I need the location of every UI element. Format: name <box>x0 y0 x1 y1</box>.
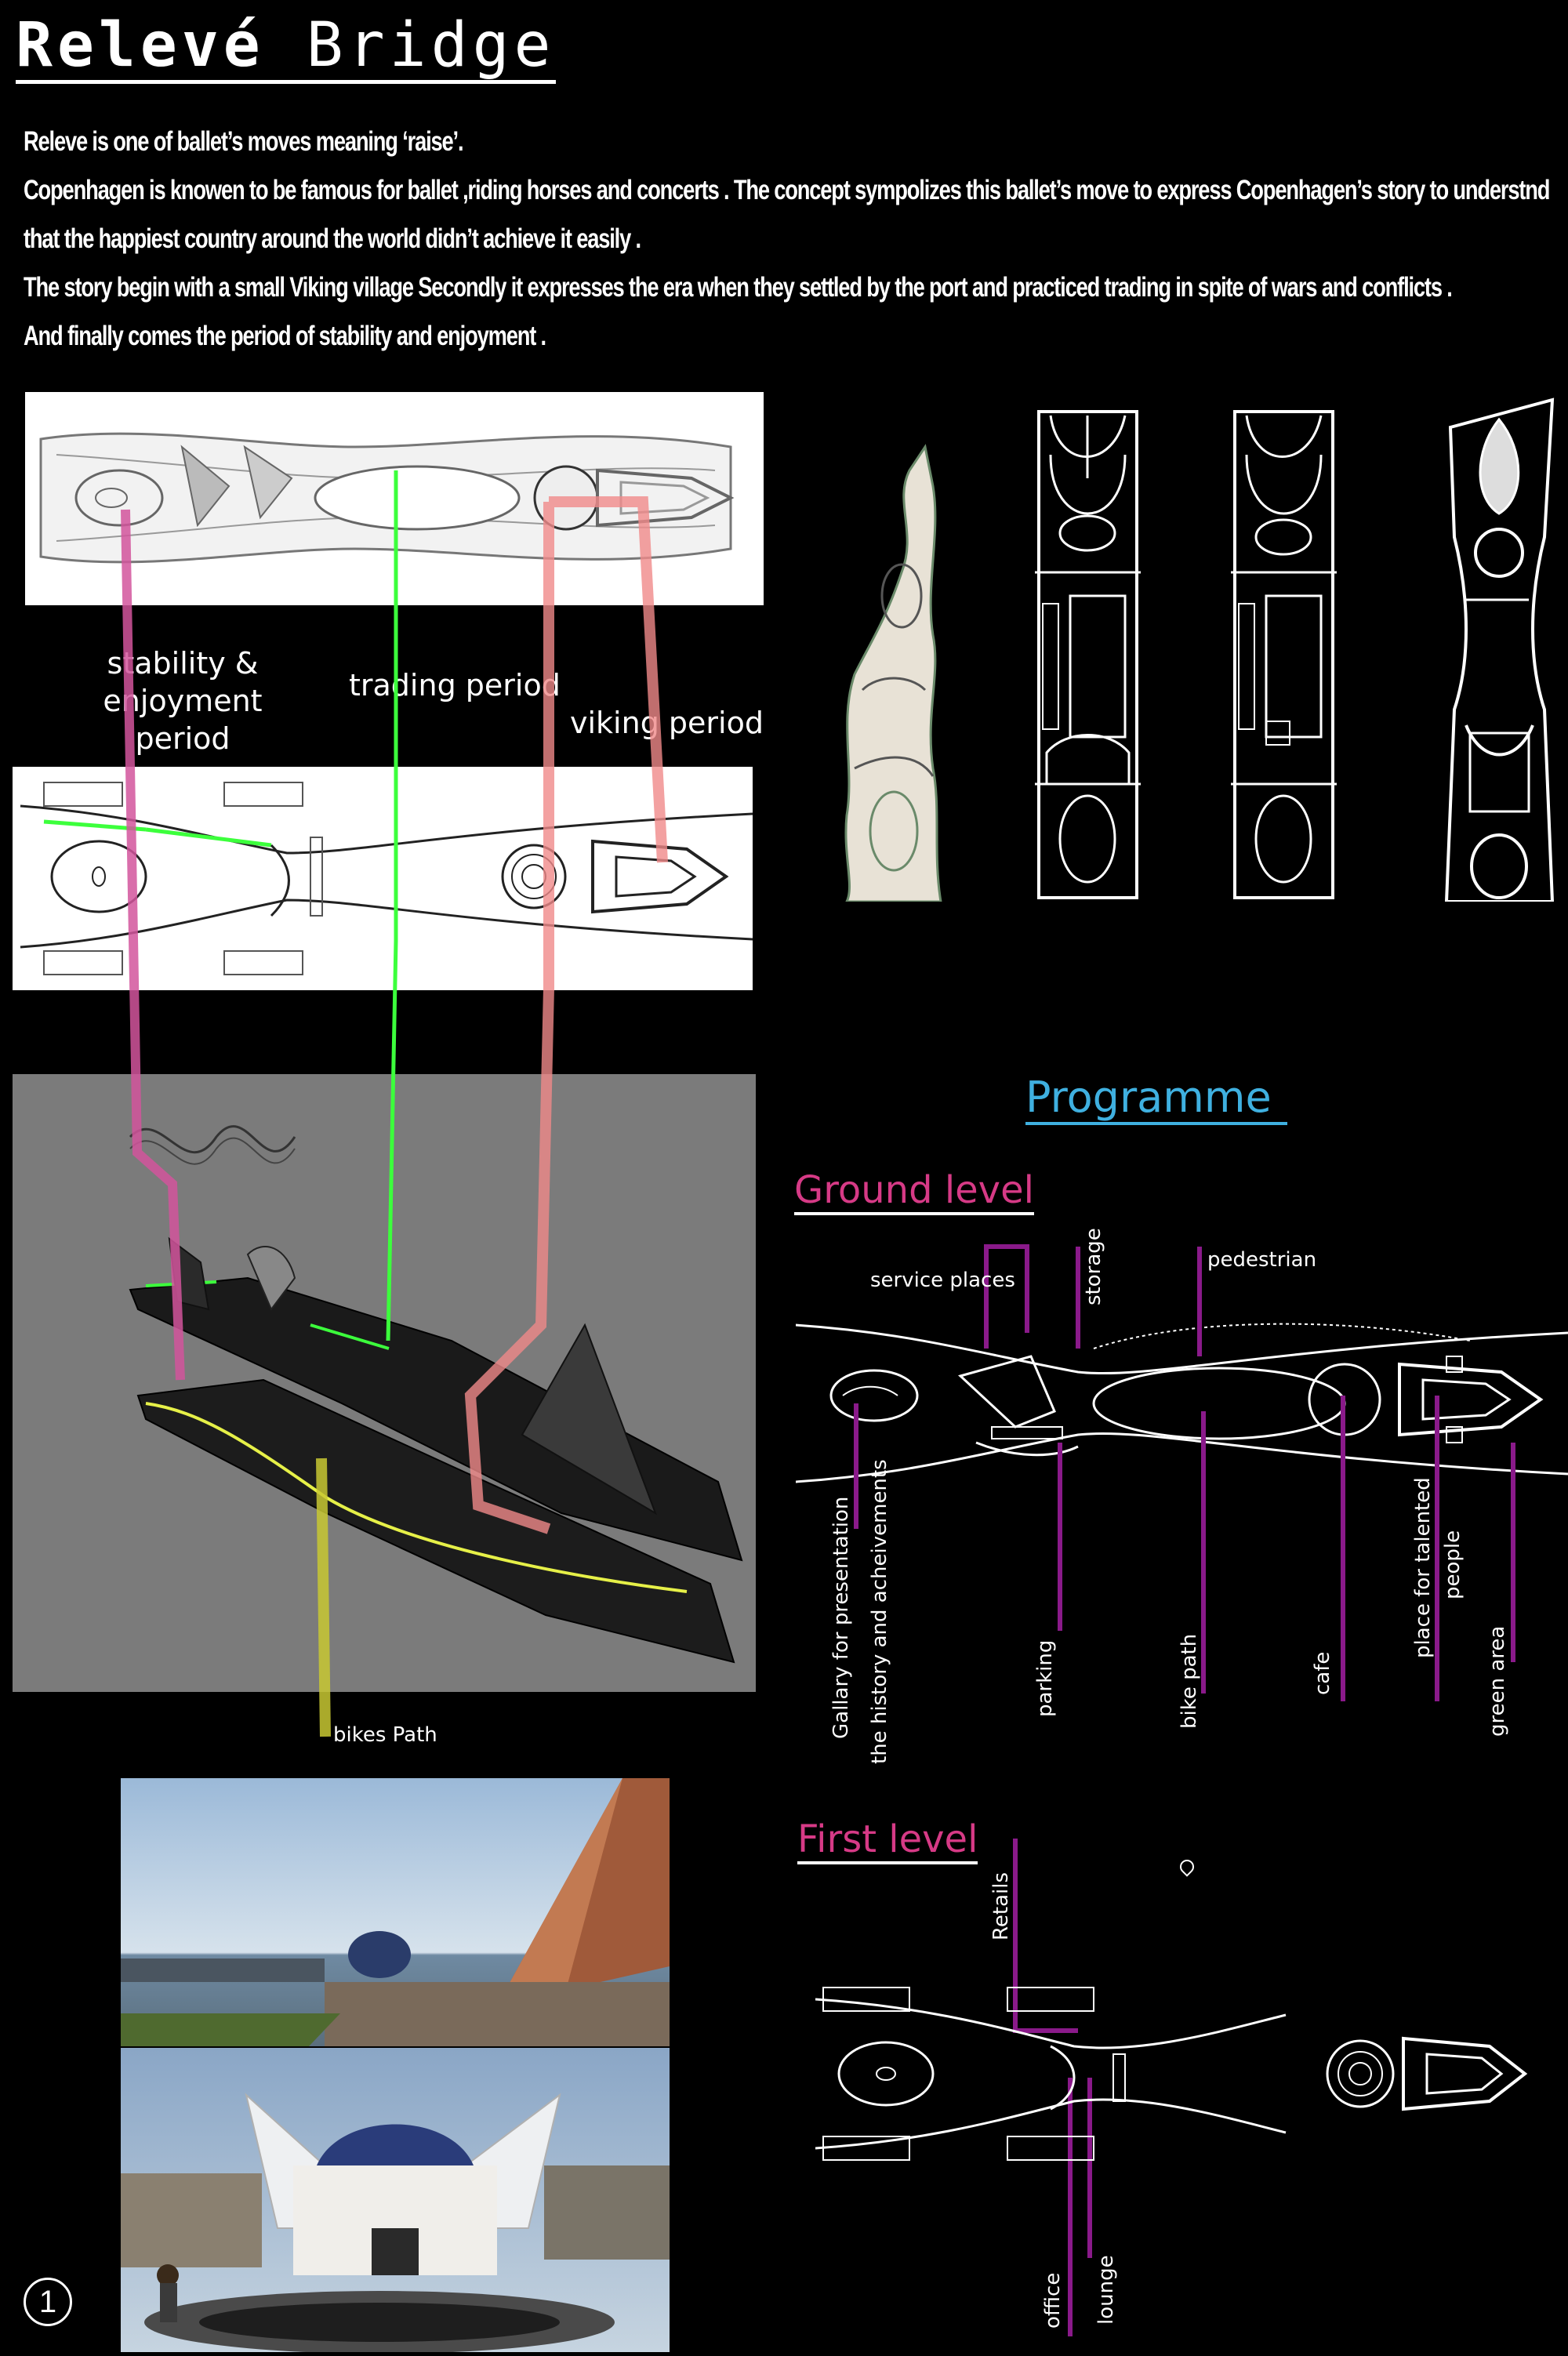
programme-title: Programme <box>1025 1073 1287 1125</box>
label-service-places: service places <box>870 1269 1015 1292</box>
first-level-plan <box>815 1976 1537 2172</box>
label-pedestrian: pedestrian <box>1207 1248 1317 1272</box>
first-level-title: First level <box>797 1817 978 1864</box>
page-title: Relevé Bridge <box>16 13 556 84</box>
label-green-area: green area <box>1486 1625 1509 1737</box>
render-entrance <box>121 2048 670 2354</box>
label-talented-2: people <box>1441 1530 1465 1599</box>
intro-line: And finally comes the period of stabilit… <box>24 321 546 351</box>
bikes-path-label: bikes Path <box>333 1723 437 1747</box>
page-number: 1 <box>24 2278 72 2326</box>
section-drawing-1 <box>1035 408 1141 902</box>
section-drawing-3 <box>1443 396 1556 903</box>
bikes-path-line <box>316 1458 331 1737</box>
viking-period-label: viking period <box>570 706 764 740</box>
stability-period-line <box>121 509 185 1381</box>
concept-sketch <box>831 439 949 903</box>
label-office: office <box>1041 2272 1065 2329</box>
ground-level-title: Ground level <box>794 1168 1034 1215</box>
render-pyramid <box>121 1778 670 2046</box>
label-cafe: cafe <box>1311 1651 1334 1695</box>
label-gallery-2: the history and acheivements <box>868 1459 891 1764</box>
intro-text: Releve is one of ballet’s moves meaning … <box>24 118 1550 361</box>
intro-line: that the happiest country around the wor… <box>24 223 641 254</box>
label-bike-path: bike path <box>1178 1633 1201 1729</box>
viking-period-line <box>464 496 668 1534</box>
period-connector-lines <box>121 470 668 1737</box>
label-parking: parking <box>1033 1639 1057 1717</box>
label-lounge: lounge <box>1094 2255 1118 2325</box>
label-gallery-1: Gallary for presentation <box>829 1496 853 1739</box>
label-retails: Retails <box>989 1871 1013 1940</box>
section-drawing-2 <box>1231 408 1337 902</box>
label-storage: storage <box>1082 1228 1105 1305</box>
intro-line: Releve is one of ballet’s moves meaning … <box>24 126 464 157</box>
trading-period-line <box>386 470 398 1341</box>
label-talented-1: place for talented <box>1411 1477 1435 1658</box>
ground-level-plan <box>795 1301 1568 1521</box>
trading-period-label: trading period <box>349 668 561 702</box>
